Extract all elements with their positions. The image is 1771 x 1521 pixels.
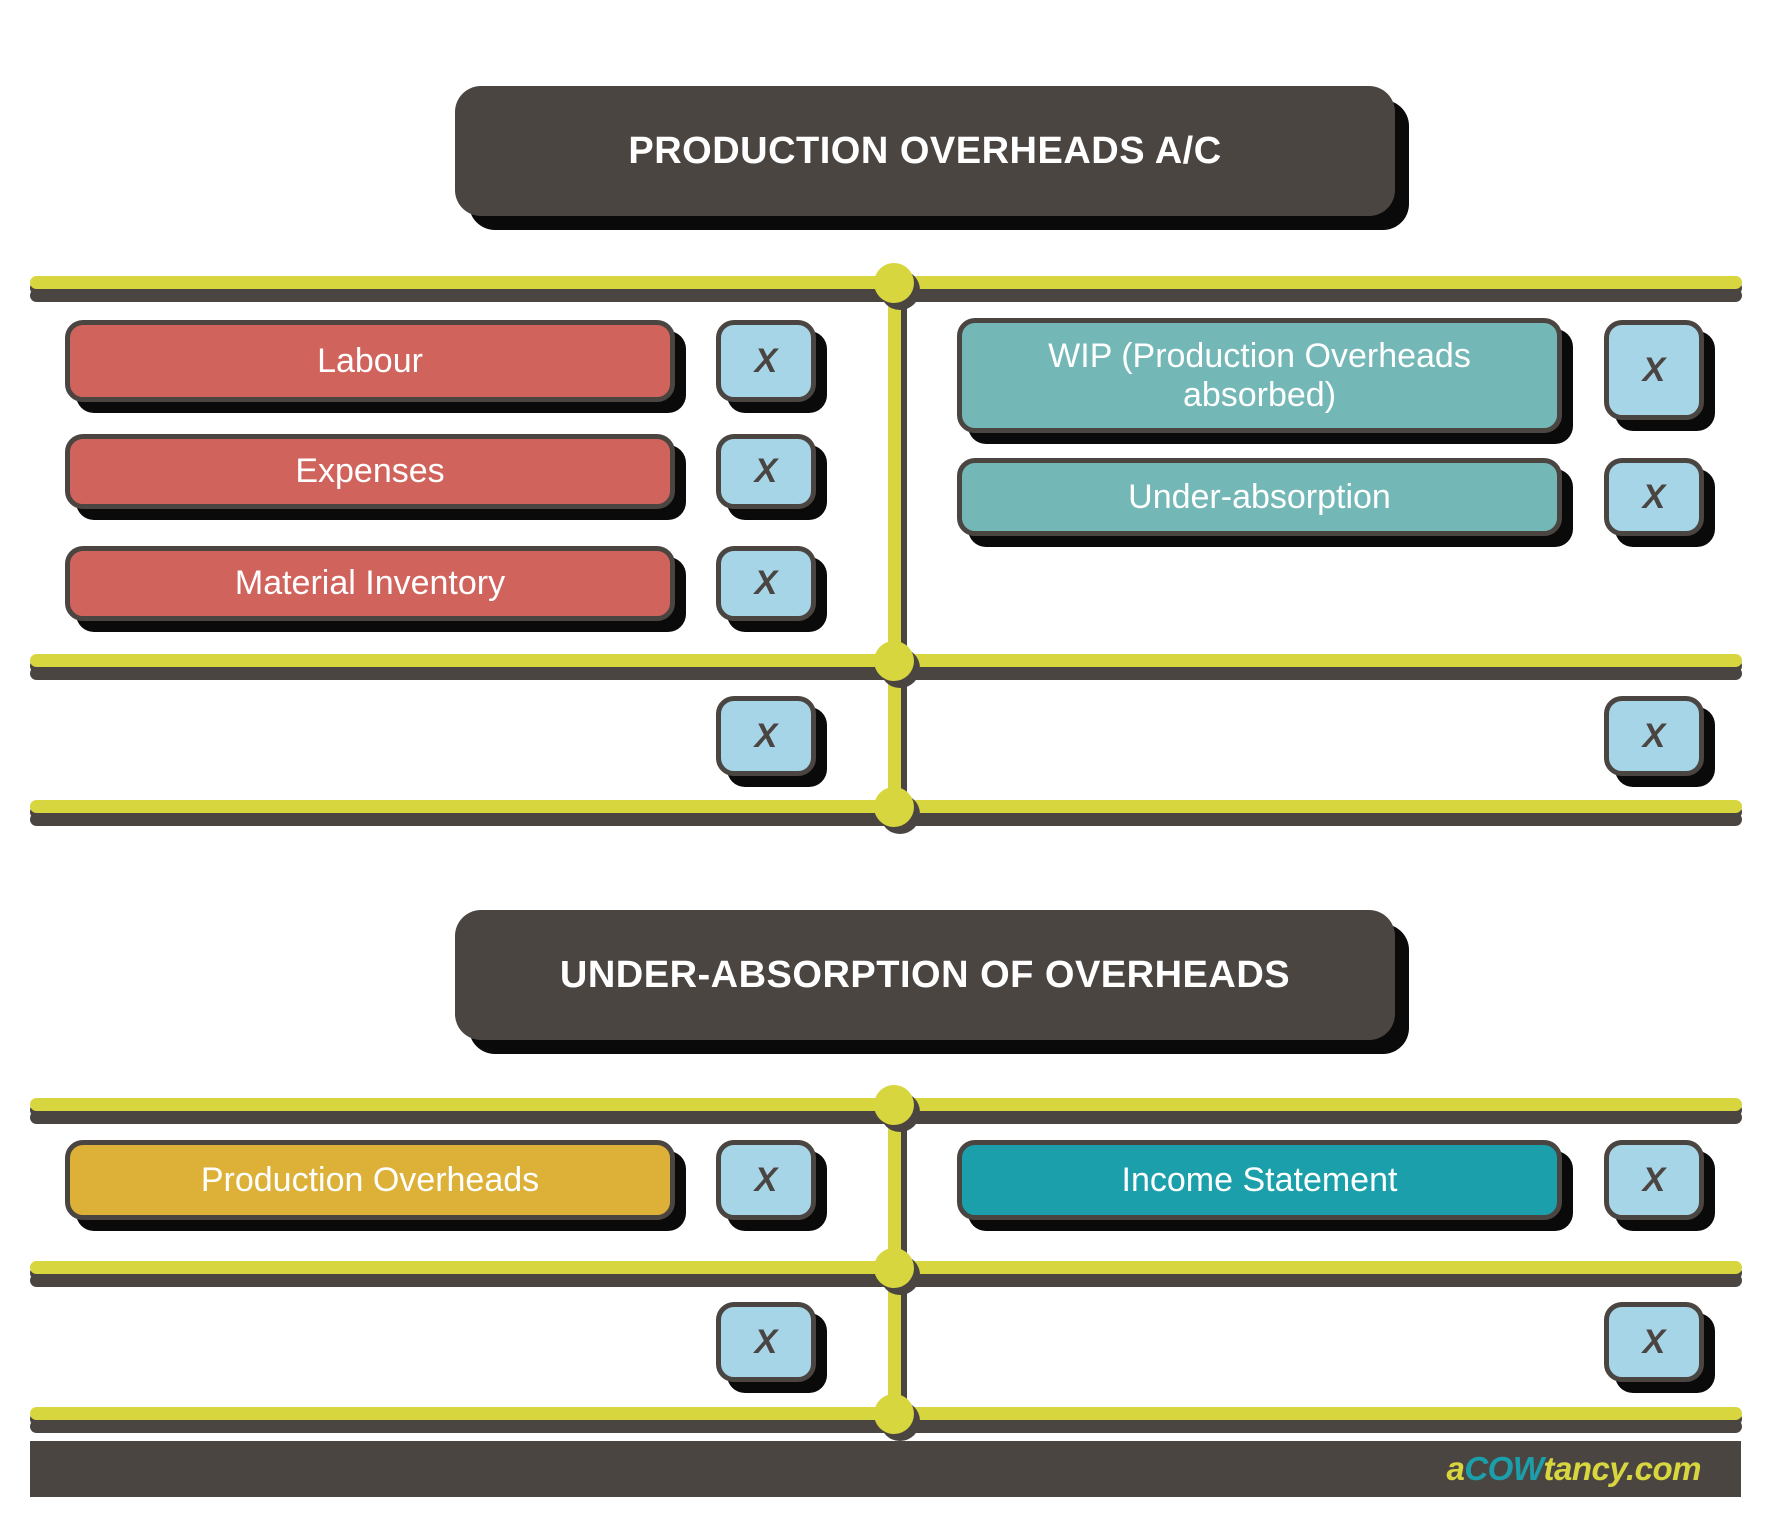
acowtancy-logo: aCOWtancy.com bbox=[1446, 1450, 1701, 1488]
ledger-entry-production-overheads[interactable]: Production Overheads bbox=[65, 1140, 675, 1220]
logo-part-a: a bbox=[1446, 1450, 1465, 1487]
ledger-entry-material-inventory[interactable]: Material Inventory bbox=[65, 546, 675, 621]
ledger-entry-label: Under-absorption bbox=[1128, 477, 1391, 516]
ledger-credit-total-section1[interactable]: X bbox=[1604, 696, 1704, 776]
ledger-amount-income-statement[interactable]: X bbox=[1604, 1140, 1704, 1220]
ledger-amount-value: X bbox=[754, 341, 778, 380]
ledger-credit-total-section2[interactable]: X bbox=[1604, 1302, 1704, 1382]
ledger-entry-label: Income Statement bbox=[1121, 1160, 1398, 1199]
ledger-amount-material-inventory[interactable]: X bbox=[716, 546, 816, 621]
section-title-text: UNDER-ABSORPTION OF OVERHEADS bbox=[559, 953, 1291, 996]
ledger-amount-value: X bbox=[754, 1160, 778, 1199]
ledger-entry-label: Labour bbox=[317, 341, 423, 380]
ledger-entry-label: Production Overheads bbox=[200, 1160, 540, 1199]
ledger-junction-node bbox=[874, 1394, 914, 1434]
ledger-entry-labour[interactable]: Labour bbox=[65, 320, 675, 402]
ledger-debit-total-section1[interactable]: X bbox=[716, 696, 816, 776]
ledger-amount-expenses[interactable]: X bbox=[716, 434, 816, 509]
section-title-text: PRODUCTION OVERHEADS A/C bbox=[628, 129, 1222, 172]
ledger-amount-value: X bbox=[754, 564, 778, 602]
ledger-junction-node bbox=[874, 641, 914, 681]
ledger-amount-value: X bbox=[754, 1322, 778, 1361]
ledger-vertical-divider-section1 bbox=[888, 283, 901, 813]
ledger-entry-label: Material Inventory bbox=[234, 564, 506, 603]
ledger-entry-expenses[interactable]: Expenses bbox=[65, 434, 675, 509]
ledger-entry-label: WIP (Production Overheads absorbed) bbox=[1048, 337, 1471, 414]
ledger-entry-income-statement[interactable]: Income Statement bbox=[957, 1140, 1562, 1220]
ledger-amount-production-overheads[interactable]: X bbox=[716, 1140, 816, 1220]
ledger-entry-wip-production-overheads-absorbed[interactable]: WIP (Production Overheads absorbed) bbox=[957, 318, 1562, 433]
logo-part-tancy: tancy.com bbox=[1543, 1450, 1701, 1487]
ledger-amount-value: X bbox=[1642, 350, 1666, 389]
section-title-production-overheads-ac: PRODUCTION OVERHEADS A/C bbox=[455, 86, 1395, 216]
ledger-amount-value: X bbox=[1642, 477, 1666, 516]
ledger-debit-total-section2[interactable]: X bbox=[716, 1302, 816, 1382]
ledger-amount-value: X bbox=[754, 716, 778, 755]
ledger-amount-wip[interactable]: X bbox=[1604, 320, 1704, 420]
logo-part-cow: COW bbox=[1464, 1450, 1544, 1487]
ledger-junction-node bbox=[874, 1248, 914, 1288]
ledger-junction-node bbox=[874, 787, 914, 827]
section-title-under-absorption-of-overheads: UNDER-ABSORPTION OF OVERHEADS bbox=[455, 910, 1395, 1040]
ledger-junction-node bbox=[874, 1085, 914, 1125]
ledger-amount-labour[interactable]: X bbox=[716, 320, 816, 402]
footer-bar: aCOWtancy.com bbox=[30, 1441, 1741, 1497]
ledger-amount-value: X bbox=[1642, 1322, 1666, 1361]
ledger-amount-value: X bbox=[1642, 1160, 1666, 1199]
ledger-entry-under-absorption[interactable]: Under-absorption bbox=[957, 458, 1562, 536]
ledger-entry-label: Expenses bbox=[295, 452, 445, 491]
ledger-amount-value: X bbox=[754, 452, 778, 490]
ledger-amount-under-absorption[interactable]: X bbox=[1604, 458, 1704, 536]
ledger-amount-value: X bbox=[1642, 716, 1666, 755]
ledger-junction-node bbox=[874, 263, 914, 303]
